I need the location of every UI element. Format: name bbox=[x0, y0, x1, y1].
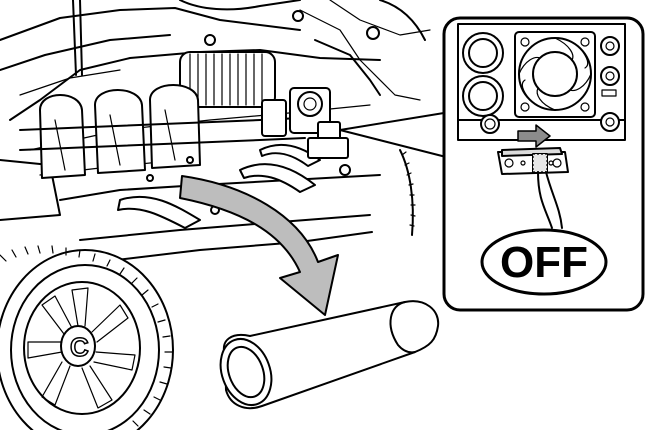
off-label-bubble: OFF bbox=[480, 228, 608, 296]
esc-unit bbox=[457, 23, 626, 141]
power-switch bbox=[497, 147, 569, 175]
fan-icon bbox=[514, 31, 596, 118]
callout-leader bbox=[339, 111, 451, 159]
front-wheel: C bbox=[0, 245, 174, 430]
switch-detail-callout: OFF bbox=[442, 16, 645, 312]
switch-state-label: OFF bbox=[500, 238, 588, 287]
switch-direction-arrow-icon bbox=[517, 124, 551, 148]
car-body bbox=[0, 0, 431, 263]
rear-tyre bbox=[379, 0, 426, 236]
removal-arrow-icon bbox=[179, 175, 339, 316]
battery-pack bbox=[219, 300, 440, 410]
motor bbox=[179, 51, 276, 108]
electronics-bay bbox=[146, 10, 380, 215]
wheel-hub-mark: C bbox=[70, 332, 89, 362]
